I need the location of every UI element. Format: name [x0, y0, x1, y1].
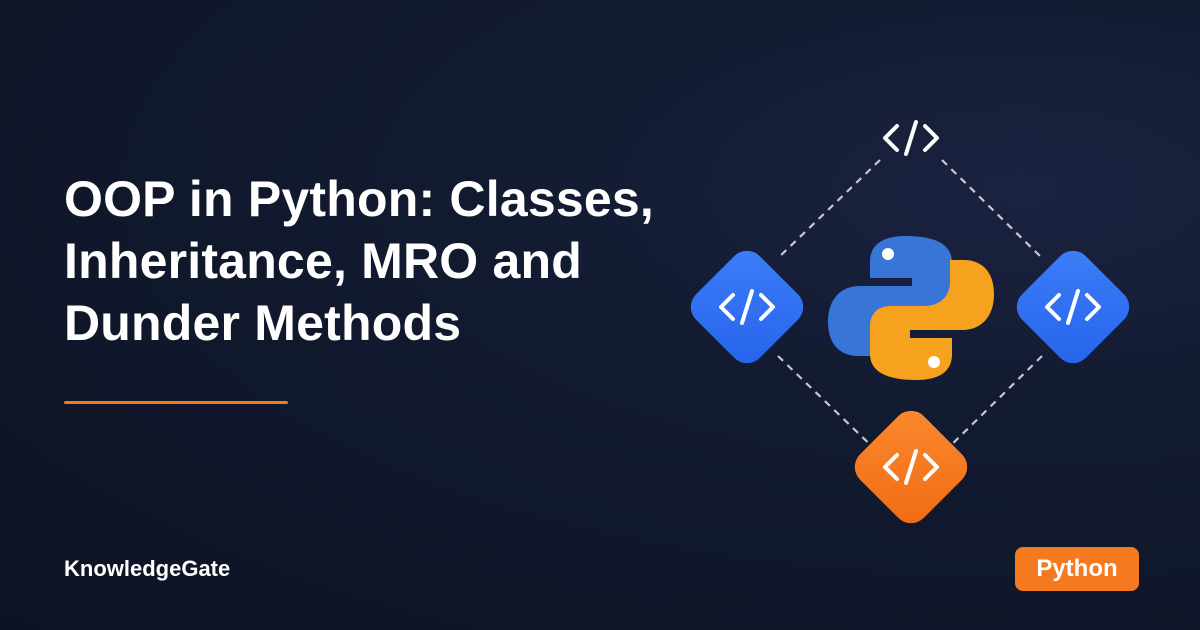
- node-left: [690, 250, 804, 364]
- title-line-2: Inheritance, MRO and: [64, 233, 582, 289]
- connector-top-right: [941, 159, 1043, 259]
- python-logo-icon: [828, 236, 994, 380]
- class-hierarchy-diagram: [690, 120, 1130, 524]
- title-line-1: OOP in Python: Classes,: [64, 171, 654, 227]
- connector-left-bottom: [777, 355, 881, 455]
- topic-badge: Python: [1015, 547, 1139, 591]
- node-bottom: [854, 410, 968, 524]
- connector-top-left: [777, 159, 881, 259]
- node-right: [1016, 250, 1130, 364]
- code-icon: [883, 449, 939, 485]
- code-icon: [1045, 289, 1101, 325]
- title-line-3: Dunder Methods: [64, 295, 462, 351]
- connector-right-bottom: [941, 355, 1043, 455]
- brand-name: KnowledgeGate: [64, 556, 231, 581]
- code-icon: [883, 120, 939, 156]
- code-icon: [719, 289, 775, 325]
- node-top: [883, 120, 939, 156]
- page-title: OOP in Python: Classes, Inheritance, MRO…: [64, 168, 704, 354]
- connector-lines: [777, 159, 1043, 455]
- accent-divider: [64, 401, 288, 404]
